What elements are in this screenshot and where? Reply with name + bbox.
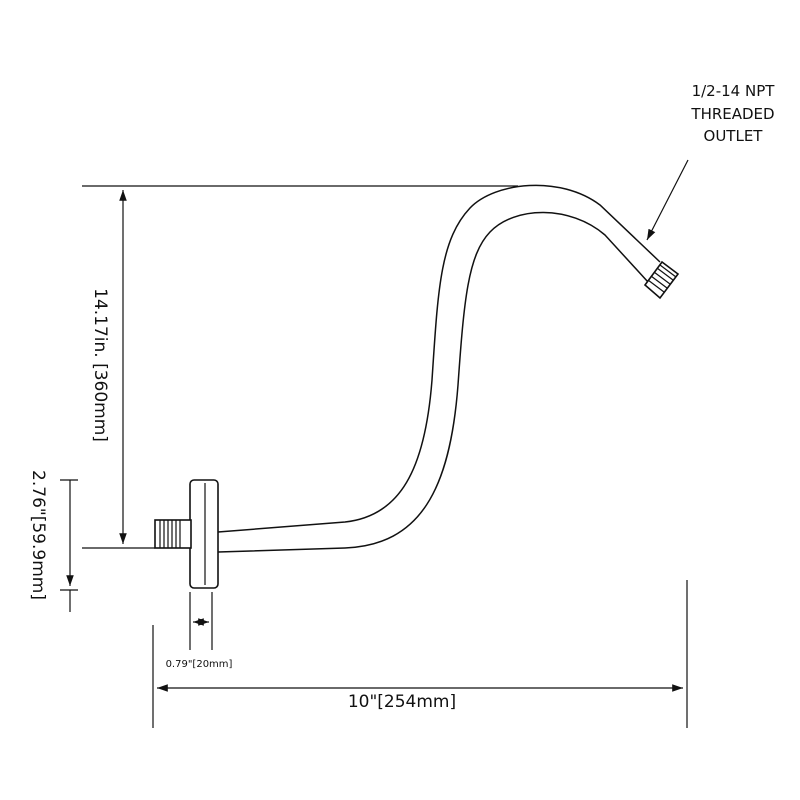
- threaded-outlet: [643, 260, 680, 300]
- offset-label: 2.76"[59.9mm]: [28, 470, 48, 600]
- flange-dimension: 0.79"[20mm]: [166, 592, 233, 670]
- height-label: 14.17in. [360mm]: [90, 288, 110, 442]
- threaded-inlet: [154, 519, 192, 549]
- callout-line-1: 1/2-14 NPT: [692, 82, 776, 100]
- arm-inner-contour: [217, 211, 649, 553]
- callout-line-2: THREADED: [690, 105, 774, 123]
- flange-label: 0.79"[20mm]: [166, 659, 233, 670]
- shower-arm: [154, 184, 680, 589]
- arm-outer-contour: [217, 184, 661, 533]
- length-dimension: 10"[254mm]: [152, 580, 688, 728]
- outlet-callout: 1/2-14 NPT THREADED OUTLET: [646, 82, 776, 241]
- length-label: 10"[254mm]: [348, 692, 456, 712]
- callout-line-3: OUTLET: [704, 127, 764, 145]
- height-dimension: 14.17in. [360mm]: [82, 185, 518, 549]
- flange: [189, 479, 219, 589]
- callout-leader: [646, 159, 689, 241]
- offset-dimension: 2.76"[59.9mm]: [28, 470, 78, 612]
